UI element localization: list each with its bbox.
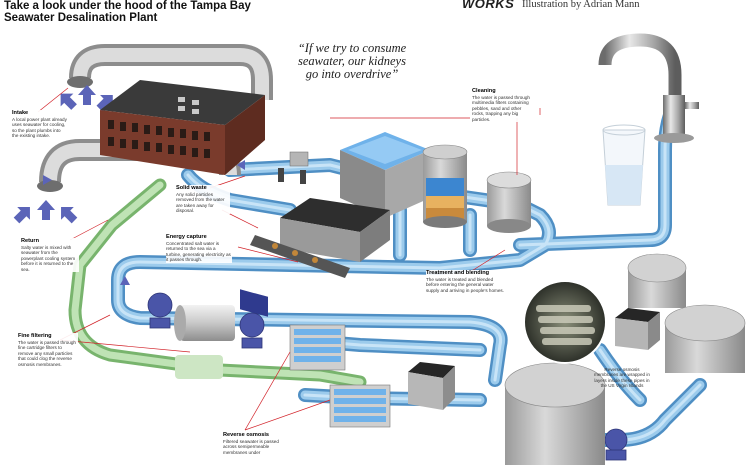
callout-treatment-title: Treatment and blending [426, 270, 490, 276]
control-shed [408, 362, 455, 410]
callout-solid-waste-title: Solid waste [176, 185, 207, 191]
callout-reverse-osmosis: Reverse osmosis Filtered seawater is pas… [223, 432, 285, 456]
diagram-title: Take a look under the hood of the Tampa … [4, 0, 251, 24]
pull-quote: “If we try to consume seawater, our kidn… [282, 42, 422, 81]
callout-cleaning-title: Cleaning [472, 88, 496, 94]
callout-energy-capture: Energy capture Concentrated salt water i… [166, 234, 232, 263]
callout-treatment-body: The water is treated and blended before … [426, 277, 504, 293]
title-line-2: Seawater Desalination Plant [4, 12, 158, 24]
callout-membranes-body: Reverse osmosis membranes are wrapped in… [594, 367, 650, 389]
callout-return-title: Return [21, 238, 40, 244]
settling-tank [486, 171, 532, 233]
green-return-pipe [68, 178, 367, 389]
callout-membranes-caption: Reverse osmosis membranes are wrapped in… [592, 367, 652, 389]
callout-energy-capture-body: Concentrated salt water is returned to t… [166, 241, 231, 263]
waste-conveyor [240, 235, 350, 317]
reverse-osmosis-rack-1 [289, 324, 346, 371]
callout-cleaning: Cleaning The water is passed through mul… [472, 88, 530, 123]
quote-line-3: go into overdrive” [305, 67, 399, 81]
intake-valve [278, 151, 309, 184]
callout-intake-title: Intake [12, 110, 29, 116]
quote-line-2: seawater, our kidneys [298, 54, 406, 68]
power-plant-building [100, 80, 265, 175]
brand-logo: WORKS [462, 0, 515, 11]
storage-tank-3 [504, 362, 606, 465]
callout-reverse-osmosis-title: Reverse osmosis [223, 432, 270, 438]
callout-intake: Intake A local power plant already uses … [12, 110, 68, 139]
callout-solid-waste-body: Any solid particles removed from the wat… [176, 192, 225, 214]
cartridge-filter-2 [175, 355, 223, 379]
cutaway-filter-tank [422, 144, 468, 228]
faucet [598, 33, 699, 143]
callout-fine-filtering-title: Fine filtering [18, 333, 52, 339]
storage-tank-2 [664, 304, 746, 373]
callout-fine-filtering: Fine filtering The water is passed throu… [18, 333, 78, 368]
callout-return-body: Salty water is mixed with seawater from … [21, 245, 76, 272]
callout-treatment-blending: Treatment and blending The water is trea… [426, 270, 506, 294]
callout-cleaning-body: The water is passed through multimedia f… [472, 95, 530, 122]
callout-intake-body: A local power plant already uses seawate… [12, 117, 67, 139]
flow-arrows [13, 85, 305, 340]
storage-tank-1 [627, 253, 687, 308]
callout-reverse-osmosis-body: Filtered seawater is passed across semip… [223, 439, 279, 455]
cartridge-filter-1 [174, 305, 235, 341]
illustration-credit: Illustration by Adrian Mann [522, 0, 640, 10]
reverse-osmosis-rack-2 [329, 384, 391, 428]
treatment-shed [615, 308, 660, 350]
membrane-photo-inset [523, 280, 607, 364]
callout-return: Return Salty water is mixed with seawate… [21, 238, 79, 273]
callout-fine-filtering-body: The water is passed through fine cartrid… [18, 340, 76, 367]
multimedia-filter-basin [340, 132, 430, 218]
title-line-1: Take a look under the hood of the Tampa … [4, 0, 251, 12]
pumps [147, 292, 628, 461]
intake-pipe [67, 44, 273, 100]
quote-line-1: “If we try to consume [297, 41, 407, 55]
callout-energy-capture-title: Energy capture [166, 234, 207, 240]
water-glass [602, 124, 646, 206]
callout-solid-waste: Solid waste Any solid particles removed … [176, 185, 230, 214]
